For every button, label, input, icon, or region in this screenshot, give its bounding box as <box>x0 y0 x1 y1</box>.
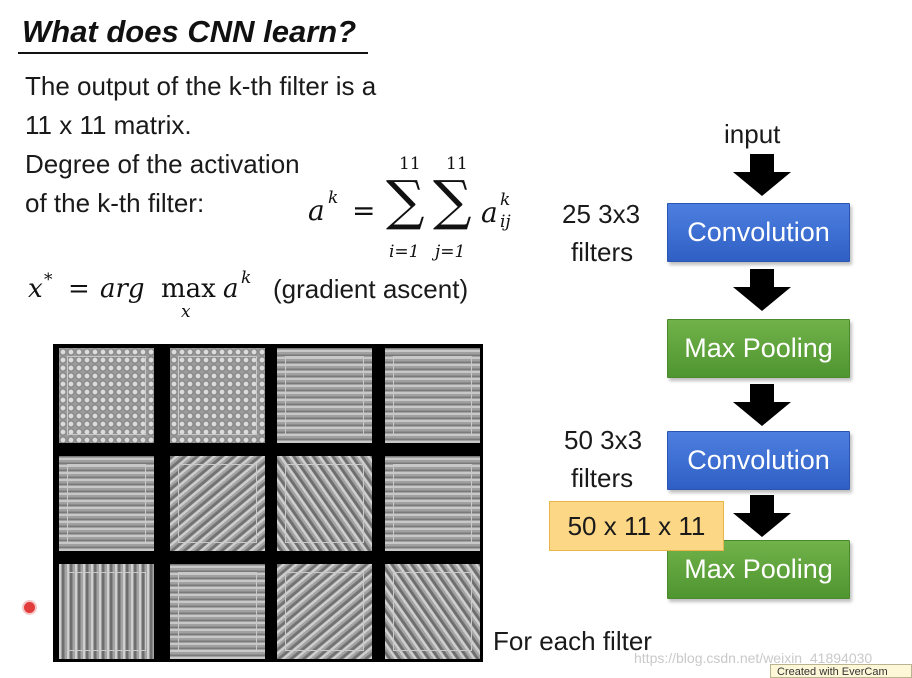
formula-equals: = <box>352 194 376 227</box>
filters-2-line-1: 50 3x3 <box>564 425 643 455</box>
filter-tile <box>277 564 372 659</box>
sum1-symbol: ∑ <box>386 169 425 232</box>
formula-term-sup: k <box>500 190 511 210</box>
argmax-formula: x * = arg max x a k (gradient ascent) <box>28 268 498 328</box>
input-label: input <box>724 119 781 149</box>
sum2-symbol: ∑ <box>433 169 472 232</box>
filter-tile <box>277 348 372 443</box>
filters-2-line-2: filters <box>571 463 634 493</box>
max-pooling-box-1: Max Pooling <box>667 319 850 378</box>
filter-tile <box>59 348 154 443</box>
argmax-max-sub: x <box>181 302 191 322</box>
convolution-box-2: Convolution <box>667 431 850 490</box>
argmax-equals: = <box>68 274 90 304</box>
activation-formula: a k = 11 ∑ i=1 11 ∑ j=1 a k ij <box>306 152 536 268</box>
formula-term-var: a <box>481 196 498 229</box>
sum1-upper: 11 <box>399 154 421 174</box>
evercam-badge: Created with EverCam <box>770 664 912 678</box>
max-pooling-box-2: Max Pooling <box>667 540 850 599</box>
recording-dot-icon <box>22 600 37 615</box>
argmax-max: max <box>161 274 216 304</box>
filters-1-line-1: 25 3x3 <box>562 199 641 229</box>
filter-tile <box>385 348 480 443</box>
filter-tile <box>170 348 265 443</box>
filter-tile <box>170 564 265 659</box>
intro-line-1: The output of the k-th filter is a <box>25 71 377 101</box>
gradient-ascent-note: (gradient ascent) <box>273 274 469 304</box>
formula-lhs-sup: k <box>328 188 339 208</box>
argmax-lhs-sup: * <box>44 270 53 290</box>
slide-title: What does CNN learn? <box>22 14 357 49</box>
down-arrow-icon <box>733 384 791 426</box>
filter-tile <box>277 456 372 551</box>
argmax-arg: arg <box>100 274 145 304</box>
intro-line-4: of the k-th filter: <box>25 188 205 218</box>
convolution-box-1: Convolution <box>667 203 850 262</box>
filter-tile <box>385 564 480 659</box>
argmax-term-var: a <box>223 274 239 304</box>
sum1-lower: i=1 <box>389 242 420 262</box>
sum2-lower: j=1 <box>435 242 466 262</box>
filter-tile <box>170 456 265 551</box>
formula-lhs-var: a <box>308 194 325 227</box>
sum2-upper: 11 <box>446 154 468 174</box>
filter-visualization-grid <box>53 344 483 662</box>
formula-term-sub: ij <box>500 212 511 232</box>
for-each-filter-caption: For each filter <box>493 626 652 656</box>
title-underline <box>18 52 368 54</box>
filter-tile <box>385 456 480 551</box>
argmax-term-sup: k <box>241 268 252 288</box>
down-arrow-icon <box>733 495 791 537</box>
filters-1-line-2: filters <box>571 237 634 267</box>
down-arrow-icon <box>733 269 791 311</box>
filter-tile <box>59 564 154 659</box>
intro-line-2: 11 x 11 matrix. <box>25 110 192 140</box>
argmax-lhs: x <box>28 274 43 304</box>
watermark-text: https://blog.csdn.net/weixin_41894030 <box>634 650 873 666</box>
filter-tile <box>59 456 154 551</box>
intro-line-3: Degree of the activation <box>25 149 300 179</box>
down-arrow-icon <box>733 154 791 196</box>
output-shape-note: 50 x 11 x 11 <box>549 501 724 551</box>
